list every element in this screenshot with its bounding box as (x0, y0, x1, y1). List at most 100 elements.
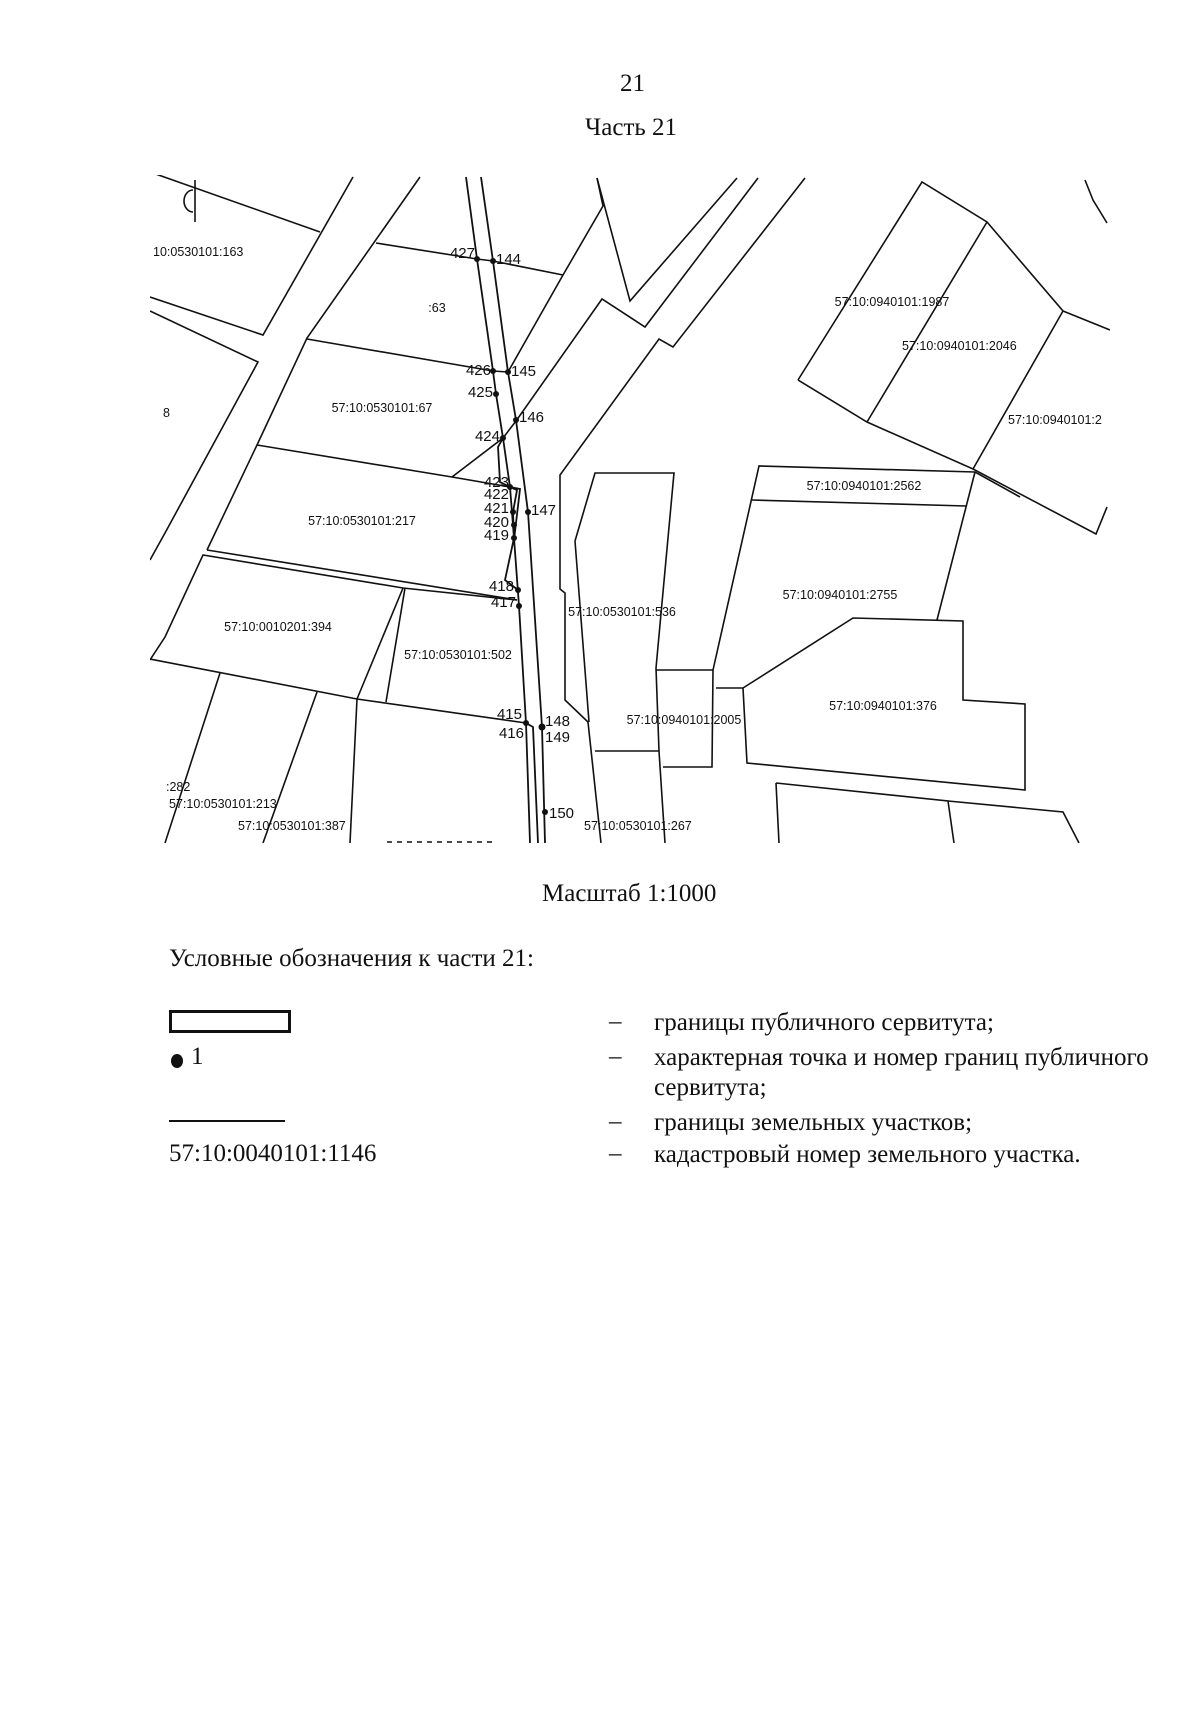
point-label: 421 (484, 500, 509, 517)
point-dot (515, 587, 521, 593)
parcel-boundary (947, 800, 1080, 843)
parcel-label: 57:10:0530101:217 (308, 514, 416, 528)
point-dot (507, 484, 513, 490)
parcel-label: 57:10:0940101:2 (1008, 413, 1102, 427)
parcel-label: 57:10:0530101:67 (332, 401, 433, 415)
part-title: Часть 21 (585, 114, 678, 141)
parcel-boundary (751, 499, 967, 507)
parcel-boundary (656, 669, 714, 768)
point-dot (538, 723, 546, 731)
parcel-boundary (507, 177, 604, 373)
parcel-boundary (150, 310, 260, 561)
legend-dash: – (609, 1043, 622, 1070)
map-scale: Масштаб 1:1000 (542, 880, 717, 907)
point-label: 420 (484, 514, 509, 531)
parcel-boundary (775, 782, 780, 843)
servitude-boundary-symbol-icon (169, 1010, 291, 1033)
parcel-boundary (262, 691, 318, 843)
parcel-label: 57:10:0530101:267 (584, 819, 692, 833)
parcel-boundary (559, 177, 806, 843)
legend-title: Условные обозначения к части 21: (169, 945, 535, 972)
parcel-label: 57:10:0940101:2562 (807, 479, 922, 493)
parcel-boundary (596, 177, 738, 303)
point-label: 417 (491, 594, 516, 611)
parcel-line-symbol-icon (169, 1120, 285, 1122)
legend-dash: – (609, 1140, 622, 1167)
point-dot (511, 522, 517, 528)
point-dot (505, 369, 511, 375)
point-dot (490, 258, 496, 264)
legend-dash: – (609, 1008, 622, 1035)
point-label: 425 (468, 384, 493, 401)
parcel-boundary (936, 471, 976, 621)
point-dot (511, 535, 517, 541)
parcel-label: 57:10:0530101:536 (568, 605, 676, 619)
legend-item-servitude-boundary: – границы публичного сервитута; (169, 1008, 1069, 1038)
parcel-boundary (574, 540, 590, 723)
parcel-boundary (574, 472, 675, 843)
point-label: 424 (475, 428, 500, 445)
parcel-label: 8 (163, 406, 170, 420)
point-label: 426 (466, 362, 491, 379)
parcel-boundary (385, 587, 406, 703)
legend-description: кадастровый номер земельного участка. (654, 1141, 1081, 1168)
point-dot (525, 509, 531, 515)
parcel-boundary (164, 672, 221, 843)
parcel-boundary (206, 549, 518, 601)
parcel-label: 57:10:0530101:387 (238, 819, 346, 833)
parcel-boundary (712, 465, 1021, 671)
legend-item-cadastral-number: 57:10:0040101:1146 – кадастровый номер з… (169, 1140, 1081, 1170)
point-label: 144 (496, 251, 521, 268)
parcel-boundary (206, 176, 421, 551)
parcel-label: 57:10:0940101:2755 (783, 588, 898, 602)
point-label: 418 (489, 578, 514, 595)
parcel-boundary (972, 468, 1108, 536)
parcel-label: 57:10:0530101:502 (404, 648, 512, 662)
point-dot (523, 720, 529, 726)
boundary-points (474, 256, 548, 815)
point-label: 147 (531, 502, 556, 519)
parcel-label: 10:0530101:163 (153, 245, 243, 259)
point-dot (516, 603, 522, 609)
servitude-boundary (497, 437, 519, 591)
legend-description: границы земельных участков; (654, 1109, 973, 1136)
servitude-boundary (465, 176, 531, 843)
parcel-label: 57:10:0940101:2005 (627, 713, 742, 727)
parcel-boundary (866, 221, 988, 423)
point-label: 145 (511, 363, 536, 380)
parcel-label: 57:10:0940101:376 (829, 699, 937, 713)
parcel-boundary (256, 444, 511, 488)
parcel-label: :282 (166, 780, 190, 794)
point-dot (500, 435, 506, 441)
parcel-boundary (1084, 179, 1108, 224)
point-label: 427 (450, 245, 475, 262)
legend-symbol-label: 1 (191, 1043, 204, 1070)
point-label: 423 (484, 474, 509, 491)
legend-description: границы публичного сервитута; (654, 1009, 994, 1036)
parcel-label: 57:10:0010201:394 (224, 620, 332, 634)
point-label: 415 (497, 706, 522, 723)
point-dot (542, 809, 548, 815)
point-label: 148 (545, 713, 570, 730)
parcel-boundary (716, 617, 1026, 791)
parcel-boundary (451, 177, 759, 478)
point-label: 416 (499, 725, 524, 742)
point-label: 146 (519, 409, 544, 426)
parcel-label: 57:10:0530101:213 (169, 797, 277, 811)
parcel-boundary (150, 554, 518, 661)
legend-symbol-label: 57:10:0040101:1146 (169, 1140, 377, 1167)
parcel-boundary (156, 175, 321, 233)
point-dot (474, 256, 480, 262)
parcel-label: :63 (428, 301, 445, 315)
point-dot (510, 509, 516, 515)
point-dot (493, 391, 499, 397)
point-label: 149 (545, 729, 570, 746)
benchmark-symbol-icon (183, 180, 196, 222)
parcel-label: 57:10:0940101:1987 (835, 295, 950, 309)
cadastral-map: 10:0530101:163 :63 57:10:0530101:67 8 57… (150, 175, 1110, 843)
legend-item-parcel-line: – границы земельных участков; (169, 1108, 1069, 1138)
legend-item-point: 1 – характерная точка и номер границ пуб… (169, 1043, 1149, 1105)
legend-dash: – (609, 1108, 622, 1135)
point-dot (513, 417, 519, 423)
